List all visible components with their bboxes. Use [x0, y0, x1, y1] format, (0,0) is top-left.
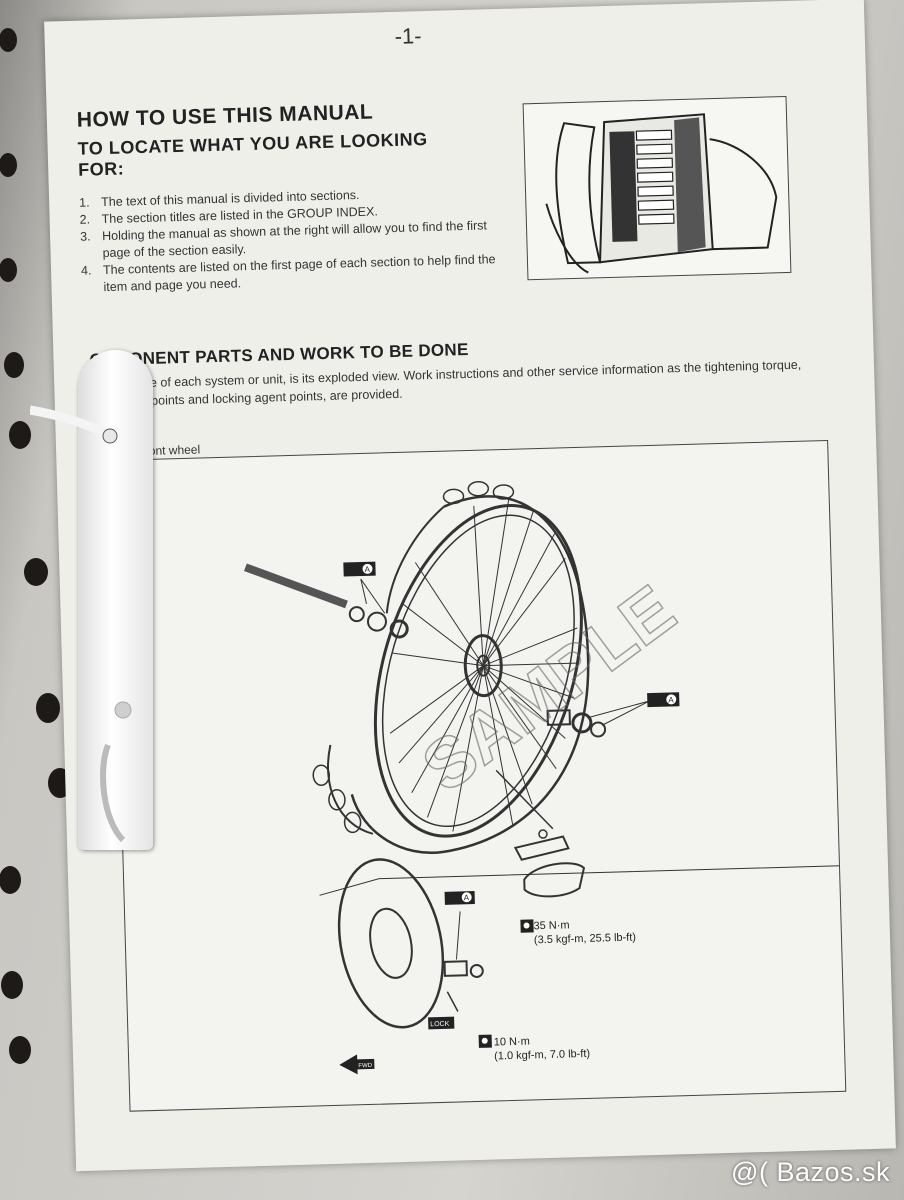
- svg-text:A: A: [464, 893, 470, 902]
- grease-point-badge: A: [343, 561, 376, 577]
- torque-spec-10: 10 N·m (1.0 kgf-m, 7.0 lb-ft): [493, 1035, 591, 1063]
- exploded-view-diagram: A A A LOCK: [111, 439, 847, 1112]
- forward-arrow-icon: FWD: [339, 1054, 375, 1075]
- hands-holding-manual-illustration: [522, 95, 792, 281]
- manual-page: -1- HOW TO USE THIS MANUAL TO LOCATE WHA…: [44, 0, 896, 1172]
- torque-icon: [520, 919, 534, 933]
- section-subtitle: TO LOCATE WHAT YOU ARE LOOKING FOR:: [77, 129, 428, 180]
- site-watermark: @( Bazos.sk: [731, 1157, 890, 1187]
- sample-watermark: SAMPLE: [408, 570, 689, 807]
- section-title: HOW TO USE THIS MANUAL: [76, 100, 374, 132]
- torque-spec-35: 35 N·m (3.5 kgf-m, 25.5 lb-ft): [533, 919, 637, 947]
- page-number: -1-: [394, 23, 422, 49]
- svg-text:LOCK: LOCK: [430, 1021, 450, 1029]
- binder-ring: [30, 405, 118, 444]
- svg-text:FWD: FWD: [358, 1063, 372, 1069]
- lock-agent-icon: LOCK: [428, 1016, 455, 1030]
- instruction-list: 1.The text of this manual is divided int…: [79, 183, 512, 297]
- svg-text:A: A: [668, 695, 674, 704]
- svg-text:A: A: [364, 565, 370, 574]
